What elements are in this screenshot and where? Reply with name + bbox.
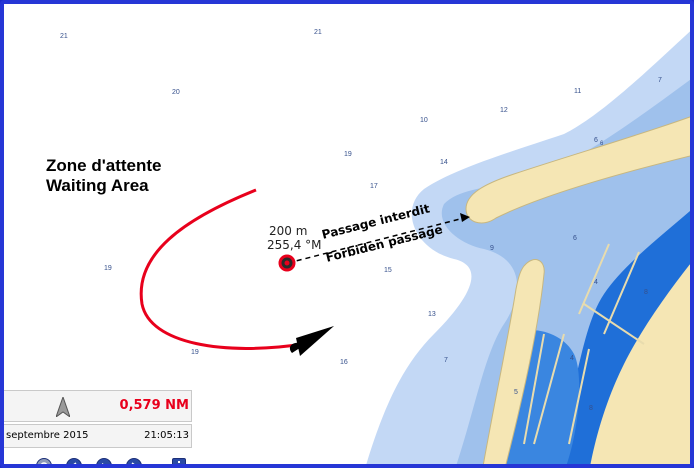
depth-sounding: 21 [60, 33, 68, 40]
depth-sounding: 19 [191, 349, 199, 356]
gear-icon [40, 462, 48, 464]
navigation-panel: 0,579 NM septembre 2015 21:05:13 [4, 390, 194, 464]
depth-sounding: 7 [658, 77, 662, 84]
toolbar-row [4, 450, 192, 464]
depth-sounding: 12 [500, 107, 508, 114]
play-button[interactable] [96, 458, 112, 464]
south-breakwater [482, 259, 545, 464]
north-jetty [465, 116, 690, 224]
depth-sounding: 6 [573, 235, 577, 242]
depth-sounding: 19 [344, 151, 352, 158]
info-icon [178, 461, 180, 463]
depth-sounding: 19 [104, 265, 112, 272]
depth-sounding: 4 [570, 355, 574, 362]
depth-sounding: 7 [444, 357, 448, 364]
depth-sounding: 9 [490, 245, 494, 252]
depth-sounding: 21 [314, 29, 322, 36]
settings-button[interactable] [36, 458, 52, 464]
depth-sounding: 4 [594, 279, 598, 286]
depth-sounding: 5 [514, 389, 518, 396]
depth-sounding: 11 [574, 88, 581, 95]
depth-sounding: 10 [420, 117, 428, 124]
waiting-area-arrow [139, 188, 334, 356]
range-bearing: 255,4 °M [267, 238, 322, 252]
bearing-line [287, 213, 470, 264]
datetime-row: septembre 2015 21:05:13 [4, 424, 192, 448]
pontoons [523, 243, 645, 445]
depth-sounding: 17 [370, 183, 378, 190]
skip-icon [131, 462, 135, 464]
back-icon [73, 462, 77, 464]
time-text: 21:05:13 [144, 430, 189, 441]
depth-sounding: 15 [384, 267, 392, 274]
depth-sounding: 13 [428, 311, 436, 318]
date-text: septembre 2015 [6, 430, 89, 441]
waiting-area-label-en: Waiting Area [46, 176, 149, 195]
range-label: 200 m 255,4 °M [267, 224, 322, 252]
north-arrow-icon[interactable] [56, 397, 70, 417]
depth-sounding: 6 [600, 141, 604, 147]
depth-soundings: 21 21 20 11 7 12 10 6 19 14 17 6 9 4 8 1… [60, 29, 662, 412]
vessel-marker [278, 254, 296, 272]
play-icon [102, 463, 104, 464]
nautical-chart[interactable]: 21 21 20 11 7 12 10 6 19 14 17 6 9 4 8 1… [4, 4, 694, 468]
back-button[interactable] [66, 458, 82, 464]
distance-row: 0,579 NM [4, 390, 192, 422]
waiting-area-label-fr: Zone d'attente [46, 156, 162, 175]
depth-sounding: 8 [644, 289, 648, 296]
waiting-area-label: Zone d'attente Waiting Area [46, 156, 162, 196]
range-distance: 200 m [269, 224, 308, 238]
skip-button[interactable] [126, 458, 142, 464]
depth-sounding: 6 [594, 137, 598, 144]
land-east [590, 264, 690, 464]
info-button[interactable] [172, 458, 186, 464]
depth-sounding: 14 [440, 159, 448, 166]
depth-sounding: 8 [589, 405, 593, 412]
distance-value: 0,579 NM [119, 398, 189, 413]
depth-sounding: 16 [340, 359, 348, 366]
depth-sounding: 20 [172, 89, 180, 96]
